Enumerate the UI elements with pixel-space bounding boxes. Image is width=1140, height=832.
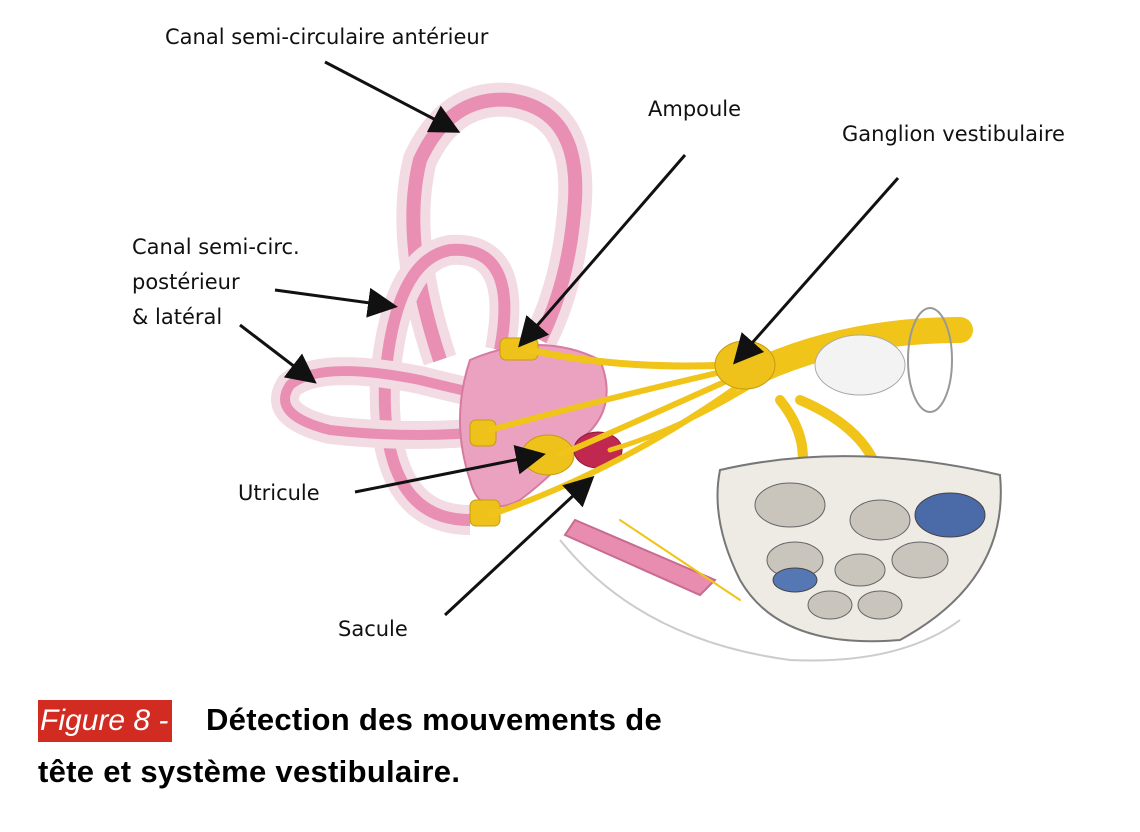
lateral-canal xyxy=(271,357,513,449)
bony-labyrinth-outline xyxy=(559,539,961,662)
arrow-posterior-canal xyxy=(274,287,398,318)
label-ganglion: Ganglion vestibulaire xyxy=(842,122,1065,146)
label-utricule: Utricule xyxy=(238,481,320,505)
arrow-lateral-canal xyxy=(239,323,317,384)
nerve-ring xyxy=(907,307,953,413)
ampulla-lateral xyxy=(469,419,497,447)
arrow-utricule xyxy=(354,444,546,494)
arrow-sacule xyxy=(443,475,595,617)
caption-line-1: Détection des mouvements de xyxy=(206,702,662,737)
label-posterior-lateral-3: & latéral xyxy=(132,305,223,329)
facial-nerve-stump xyxy=(814,334,906,396)
caption-line-2: tête et système vestibulaire. xyxy=(38,754,461,789)
label-sacule: Sacule xyxy=(338,617,408,641)
arrow-anterior-canal xyxy=(324,60,461,133)
posterior-canal xyxy=(369,234,520,535)
label-posterior-lateral-1: Canal semi-circ. xyxy=(132,235,300,259)
vestibular-ganglion xyxy=(714,340,776,390)
arrow-ganglion xyxy=(733,177,900,365)
vestibular-system-illustration xyxy=(239,60,1002,662)
meatus-cross-section xyxy=(716,455,1002,643)
label-posterior-lateral-2: postérieur xyxy=(132,270,240,294)
arrow-ampoule xyxy=(518,154,687,348)
label-anterior-canal: Canal semi-circulaire antérieur xyxy=(165,25,489,49)
label-ampoule: Ampoule xyxy=(648,97,742,121)
cochlear-duct xyxy=(563,518,717,597)
figure-tag: Figure 8 - xyxy=(38,700,173,742)
anterior-canal xyxy=(396,82,593,366)
